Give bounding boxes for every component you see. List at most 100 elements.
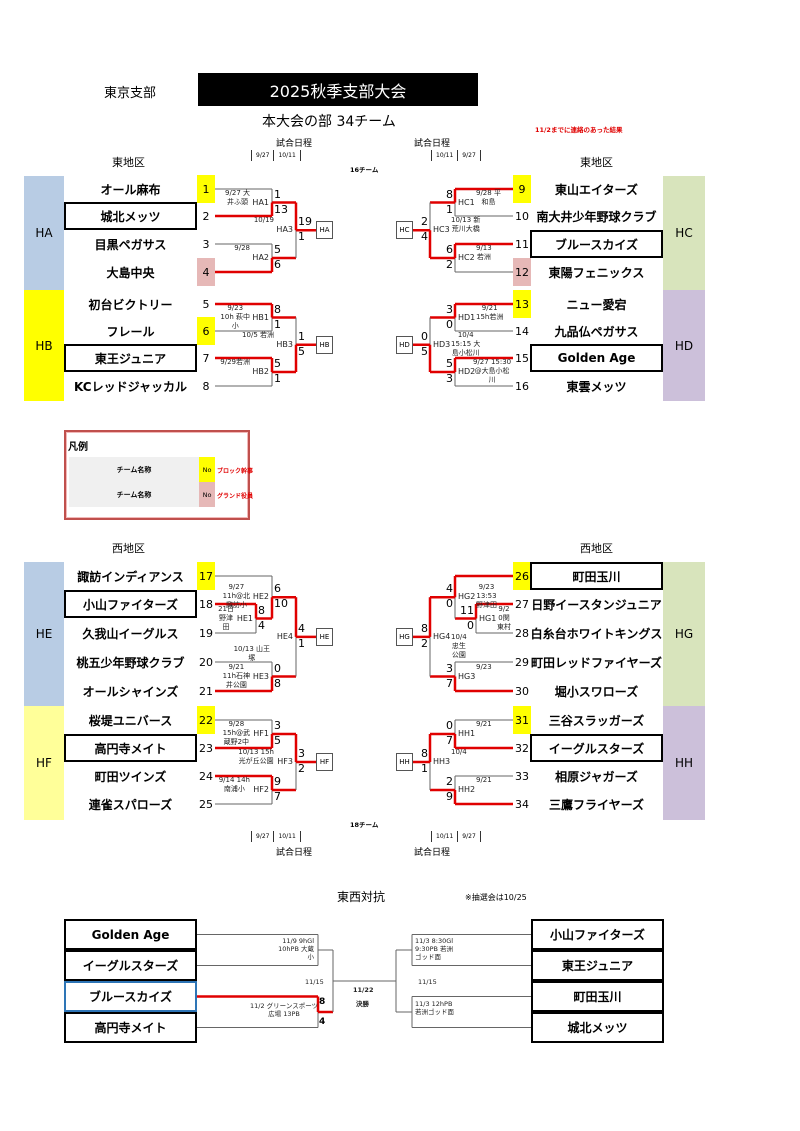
interleague-title: 東西対抗 [337, 890, 386, 904]
team-name[interactable]: オールシャインズ [82, 684, 179, 699]
block-winner-box-hd: HD [396, 335, 413, 354]
match-info-hc3: 10/13 新 荒川大橋 [451, 216, 481, 234]
team-name[interactable]: 連雀スパローズ [88, 797, 173, 812]
interleague-match2-info: 11/2 グリーンスポーツ 広場 13PB [250, 1002, 319, 1018]
score-top: 4 [446, 582, 453, 596]
team-name[interactable]: 白糸台ホワイトキングス [530, 626, 663, 641]
team-name[interactable]: ブルースカイズ [530, 230, 663, 258]
results-note: 11/2までに連絡のあった結果 [535, 126, 623, 134]
team-name[interactable]: ニュー愛宕 [566, 297, 627, 312]
team-name[interactable]: イーグルスターズ [530, 734, 663, 762]
team-number: 15 [515, 351, 529, 365]
team-name[interactable]: Golden Age [530, 344, 663, 372]
date-tick: 10/11 [273, 150, 301, 161]
team-name[interactable]: 城北メッツ [64, 202, 197, 230]
legend-title: 凡例 [68, 442, 88, 453]
match-info-hd1: 9/21 15h若洲 [476, 303, 504, 321]
team-name[interactable]: 九品仏ペガサス [554, 324, 639, 339]
score-top: 3 [446, 302, 453, 316]
team-name[interactable]: フレール [106, 324, 155, 339]
score-top: 0 [274, 661, 281, 675]
team-number: 21 [199, 684, 213, 698]
match-id-he1: HE1 [236, 613, 253, 623]
team-number: 2 [202, 209, 210, 223]
team-name[interactable]: 桃五少年野球クラブ [76, 655, 185, 670]
match-id-hf3: HF3 [277, 757, 293, 766]
match-id-hc1: HC1 [458, 197, 475, 207]
match-info-hh3: 10/4 [451, 748, 467, 756]
team-name[interactable]: 高円寺メイト [64, 734, 197, 762]
team-name[interactable]: 相原ジャガーズ [555, 769, 638, 784]
match-info-hg4: 10/4 忠生 公園 [451, 632, 467, 659]
score-bottom: 1 [274, 317, 281, 331]
team-name[interactable]: 日野イースタンジュニア [531, 597, 662, 612]
interleague-left-team[interactable]: ブルースカイズ [64, 981, 197, 1012]
team-name[interactable]: KCレッドジャッカル [74, 379, 187, 394]
team-number: 10 [515, 209, 529, 223]
match-id-hg3: HG3 [458, 671, 476, 681]
match-id-hg4: HG4 [433, 631, 451, 641]
match-id-hh2: HH2 [458, 785, 476, 794]
match-id-ha3: HA3 [276, 225, 293, 235]
score-top: 5 [446, 357, 453, 370]
team-number: 17 [197, 562, 215, 590]
interleague-left-team[interactable]: Golden Age [64, 919, 197, 950]
tournament-title: 2025秋季支部大会 [198, 73, 478, 106]
score-bottom: 9 [446, 790, 453, 803]
team-name[interactable]: 小山ファイターズ [64, 590, 197, 618]
interleague-left-team[interactable]: イーグルスターズ [64, 950, 197, 981]
team-name[interactable]: 三鷹フライヤーズ [548, 797, 645, 812]
team-name[interactable]: 東王ジュニア [64, 344, 197, 372]
final-label: 決勝 [356, 1000, 369, 1008]
match-info-hb1: 9/23 10h 萩中 小 [220, 303, 250, 330]
team-name[interactable]: 南大井少年野球クラブ [536, 209, 657, 224]
east-heading-left: 東地区 [112, 156, 145, 169]
team-name[interactable]: 三谷スラッガーズ [548, 713, 645, 728]
team-name[interactable]: 東雲メッツ [566, 379, 627, 394]
interleague-right-team[interactable]: 東王ジュニア [531, 950, 664, 981]
team-name[interactable]: 堀小スワローズ [554, 684, 639, 699]
score-top: 8 [446, 187, 453, 201]
block-label-hg: HG [663, 562, 705, 706]
team-name[interactable]: 久我山イーグルス [82, 626, 179, 641]
team-name[interactable]: 目黒ペガサス [94, 237, 167, 252]
block-label-ha: HA [24, 176, 64, 290]
score-bottom: 1 [421, 762, 428, 775]
interleague-right-team[interactable]: 城北メッツ [531, 1012, 664, 1043]
schedule-label-east-left: 試合日程 [276, 139, 313, 149]
east-heading-right: 東地区 [580, 156, 613, 169]
team-name[interactable]: 東山エイターズ [555, 182, 638, 197]
match-info-hf1: 9/28 15h@武 蔵野2中 [222, 720, 250, 746]
date-tick: 10/11 [431, 831, 457, 842]
team-number: 34 [515, 797, 529, 811]
team-name[interactable]: 桜堤ユニバース [88, 713, 173, 728]
score-top: 3 [274, 719, 281, 732]
team-number: 33 [515, 769, 529, 783]
team-name[interactable]: 初台ビクトリー [88, 297, 173, 312]
match-info-he4: 10/13 山王 塚 [233, 644, 270, 662]
team-number: 3 [202, 237, 210, 251]
score-top: 2 [421, 215, 428, 229]
team-name[interactable]: 町田レッドファイヤーズ [530, 655, 663, 670]
interleague-left-team[interactable]: 高円寺メイト [64, 1012, 197, 1043]
team-name[interactable]: 町田玉川 [530, 562, 663, 590]
west-heading-left: 西地区 [112, 542, 145, 555]
interleague-right-team[interactable]: 小山ファイターズ [531, 919, 664, 950]
final-date: 11/22 [353, 986, 374, 994]
team-name[interactable]: 東陽フェニックス [548, 265, 645, 280]
interleague-right-team[interactable]: 町田玉川 [531, 981, 664, 1012]
match-info-hg3: 9/23 [476, 662, 492, 671]
team-name[interactable]: オール麻布 [100, 182, 161, 197]
team-name[interactable]: 大島中央 [106, 265, 155, 280]
team-name[interactable]: 諏訪インディアンス [77, 569, 184, 584]
score-bottom: 3 [446, 372, 453, 385]
score-bottom: 7 [274, 790, 281, 803]
match-info-hd2: 9/27 15:30 @大島小松 川 [473, 358, 512, 384]
match-id-he3: HE3 [252, 671, 269, 681]
date-tick: 9/27 [457, 831, 481, 842]
match-id-he4: HE4 [276, 631, 293, 641]
match-id-hc2: HC2 [458, 253, 475, 262]
team-name[interactable]: 町田ツインズ [94, 769, 167, 784]
